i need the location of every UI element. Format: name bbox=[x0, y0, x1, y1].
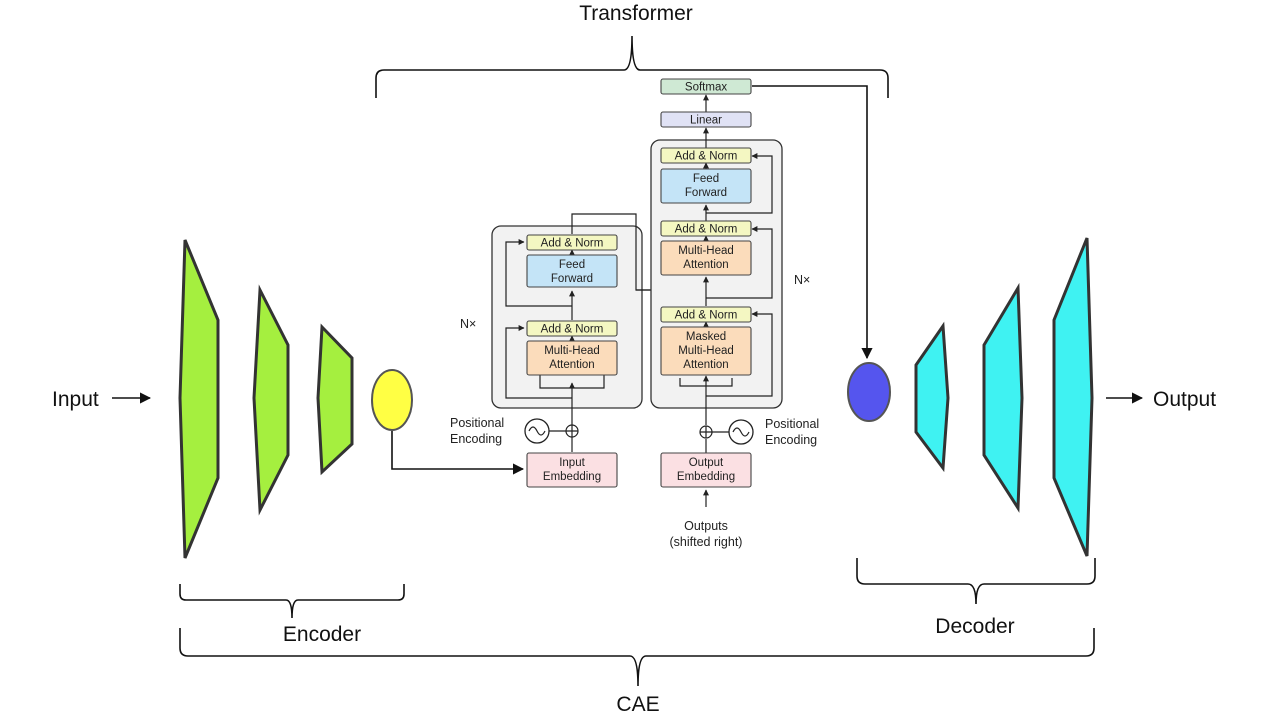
dec-pe-text-2: Encoding bbox=[765, 433, 817, 447]
enc-residual-2 bbox=[505, 239, 572, 307]
dec-sine-wave-icon bbox=[732, 427, 750, 437]
encoder-label: Encoder bbox=[283, 623, 361, 646]
output-embedding-text-1: Output bbox=[689, 457, 724, 469]
dec-qkv-split bbox=[679, 378, 733, 387]
encoder-layer-3 bbox=[316, 323, 354, 476]
dec-add-norm-top bbox=[660, 147, 752, 164]
decoder-layer-1 bbox=[914, 321, 950, 473]
transformer-brace bbox=[375, 35, 889, 98]
cae-brace bbox=[179, 628, 1095, 687]
dec-masked-text-2: Multi-Head bbox=[678, 345, 734, 357]
input-embedding-block bbox=[526, 452, 618, 488]
output-embedding-block bbox=[660, 452, 752, 488]
encoder-layer-1 bbox=[178, 239, 220, 559]
enc-ff-text-1: Feed bbox=[559, 259, 585, 271]
enc-plus-icon-cross bbox=[566, 425, 578, 437]
dec-ff-text-2: Forward bbox=[685, 187, 727, 199]
linear-block bbox=[660, 111, 752, 128]
dec-pe-text-1: Positional bbox=[765, 417, 819, 431]
dec-add-norm-top-text: Add & Norm bbox=[675, 151, 738, 163]
dec-masked-text-3: Attention bbox=[683, 359, 728, 371]
dec-plus-icon-cross bbox=[700, 426, 712, 438]
outputs-text-2: (shifted right) bbox=[670, 535, 743, 549]
input-embedding-text-2: Embedding bbox=[543, 471, 601, 483]
decoder-latent-node bbox=[847, 362, 891, 422]
enc-add-norm-bottom bbox=[526, 320, 618, 337]
transformer-label: Transformer bbox=[579, 2, 693, 25]
enc-pe-text-2: Encoding bbox=[450, 432, 502, 446]
enc-add-norm-top bbox=[526, 234, 618, 251]
decoder-brace bbox=[856, 558, 1096, 605]
transformer-encoder-panel bbox=[491, 225, 643, 409]
enc-residual-1 bbox=[505, 325, 572, 399]
enc-qkv-split bbox=[539, 375, 605, 389]
enc-feed-forward bbox=[526, 254, 618, 288]
input-embedding-text-1: Input bbox=[559, 457, 585, 469]
input-label: Input bbox=[52, 388, 99, 411]
linear-text: Linear bbox=[690, 115, 722, 127]
dec-add-norm-middle-text: Add & Norm bbox=[675, 224, 738, 236]
softmax-text: Softmax bbox=[685, 82, 727, 94]
dec-add-norm-bottom-text: Add & Norm bbox=[675, 310, 738, 322]
output-label: Output bbox=[1153, 388, 1216, 411]
latent-to-input-embedding-arrow bbox=[391, 431, 525, 475]
dec-add-norm-middle bbox=[660, 220, 752, 237]
dec-feed-forward bbox=[660, 168, 752, 204]
decoder-nx-label: N× bbox=[794, 273, 810, 287]
dec-masked-attention bbox=[660, 326, 752, 376]
enc-pe-text-1: Positional bbox=[450, 416, 504, 430]
enc-add-norm-bottom-text: Add & Norm bbox=[541, 324, 604, 336]
outputs-text-1: Outputs bbox=[684, 519, 728, 533]
dec-add-norm-bottom bbox=[660, 306, 752, 323]
softmax-block bbox=[660, 78, 752, 95]
dec-residual-3 bbox=[706, 153, 773, 214]
encoder-latent-node bbox=[371, 369, 413, 431]
enc-sine-wave-icon bbox=[528, 426, 546, 436]
dec-residual-2 bbox=[706, 226, 773, 299]
dec-cross-att-text-2: Attention bbox=[683, 259, 728, 271]
encoder-layer-2 bbox=[252, 284, 290, 516]
enc-multi-head-attention bbox=[526, 340, 618, 376]
enc-ff-text-2: Forward bbox=[551, 273, 593, 285]
enc-att-text-1: Multi-Head bbox=[544, 345, 600, 357]
dec-masked-text-1: Masked bbox=[686, 331, 726, 343]
output-embedding-text-2: Embedding bbox=[677, 471, 735, 483]
softmax-to-decoder-arrow bbox=[752, 85, 873, 360]
decoder-layer-3 bbox=[1052, 237, 1094, 557]
dec-cross-attention bbox=[660, 240, 752, 276]
encoder-nx-label: N× bbox=[460, 317, 476, 331]
decoder-layer-2 bbox=[982, 282, 1024, 513]
cae-label: CAE bbox=[616, 693, 659, 716]
dec-cross-att-text-1: Multi-Head bbox=[678, 245, 734, 257]
encoder-brace bbox=[179, 584, 405, 619]
enc-att-text-2: Attention bbox=[549, 359, 594, 371]
enc-add-norm-top-text: Add & Norm bbox=[541, 238, 604, 250]
dec-ff-text-1: Feed bbox=[693, 173, 719, 185]
decoder-label: Decoder bbox=[935, 615, 1014, 638]
dec-residual-1 bbox=[706, 311, 773, 397]
